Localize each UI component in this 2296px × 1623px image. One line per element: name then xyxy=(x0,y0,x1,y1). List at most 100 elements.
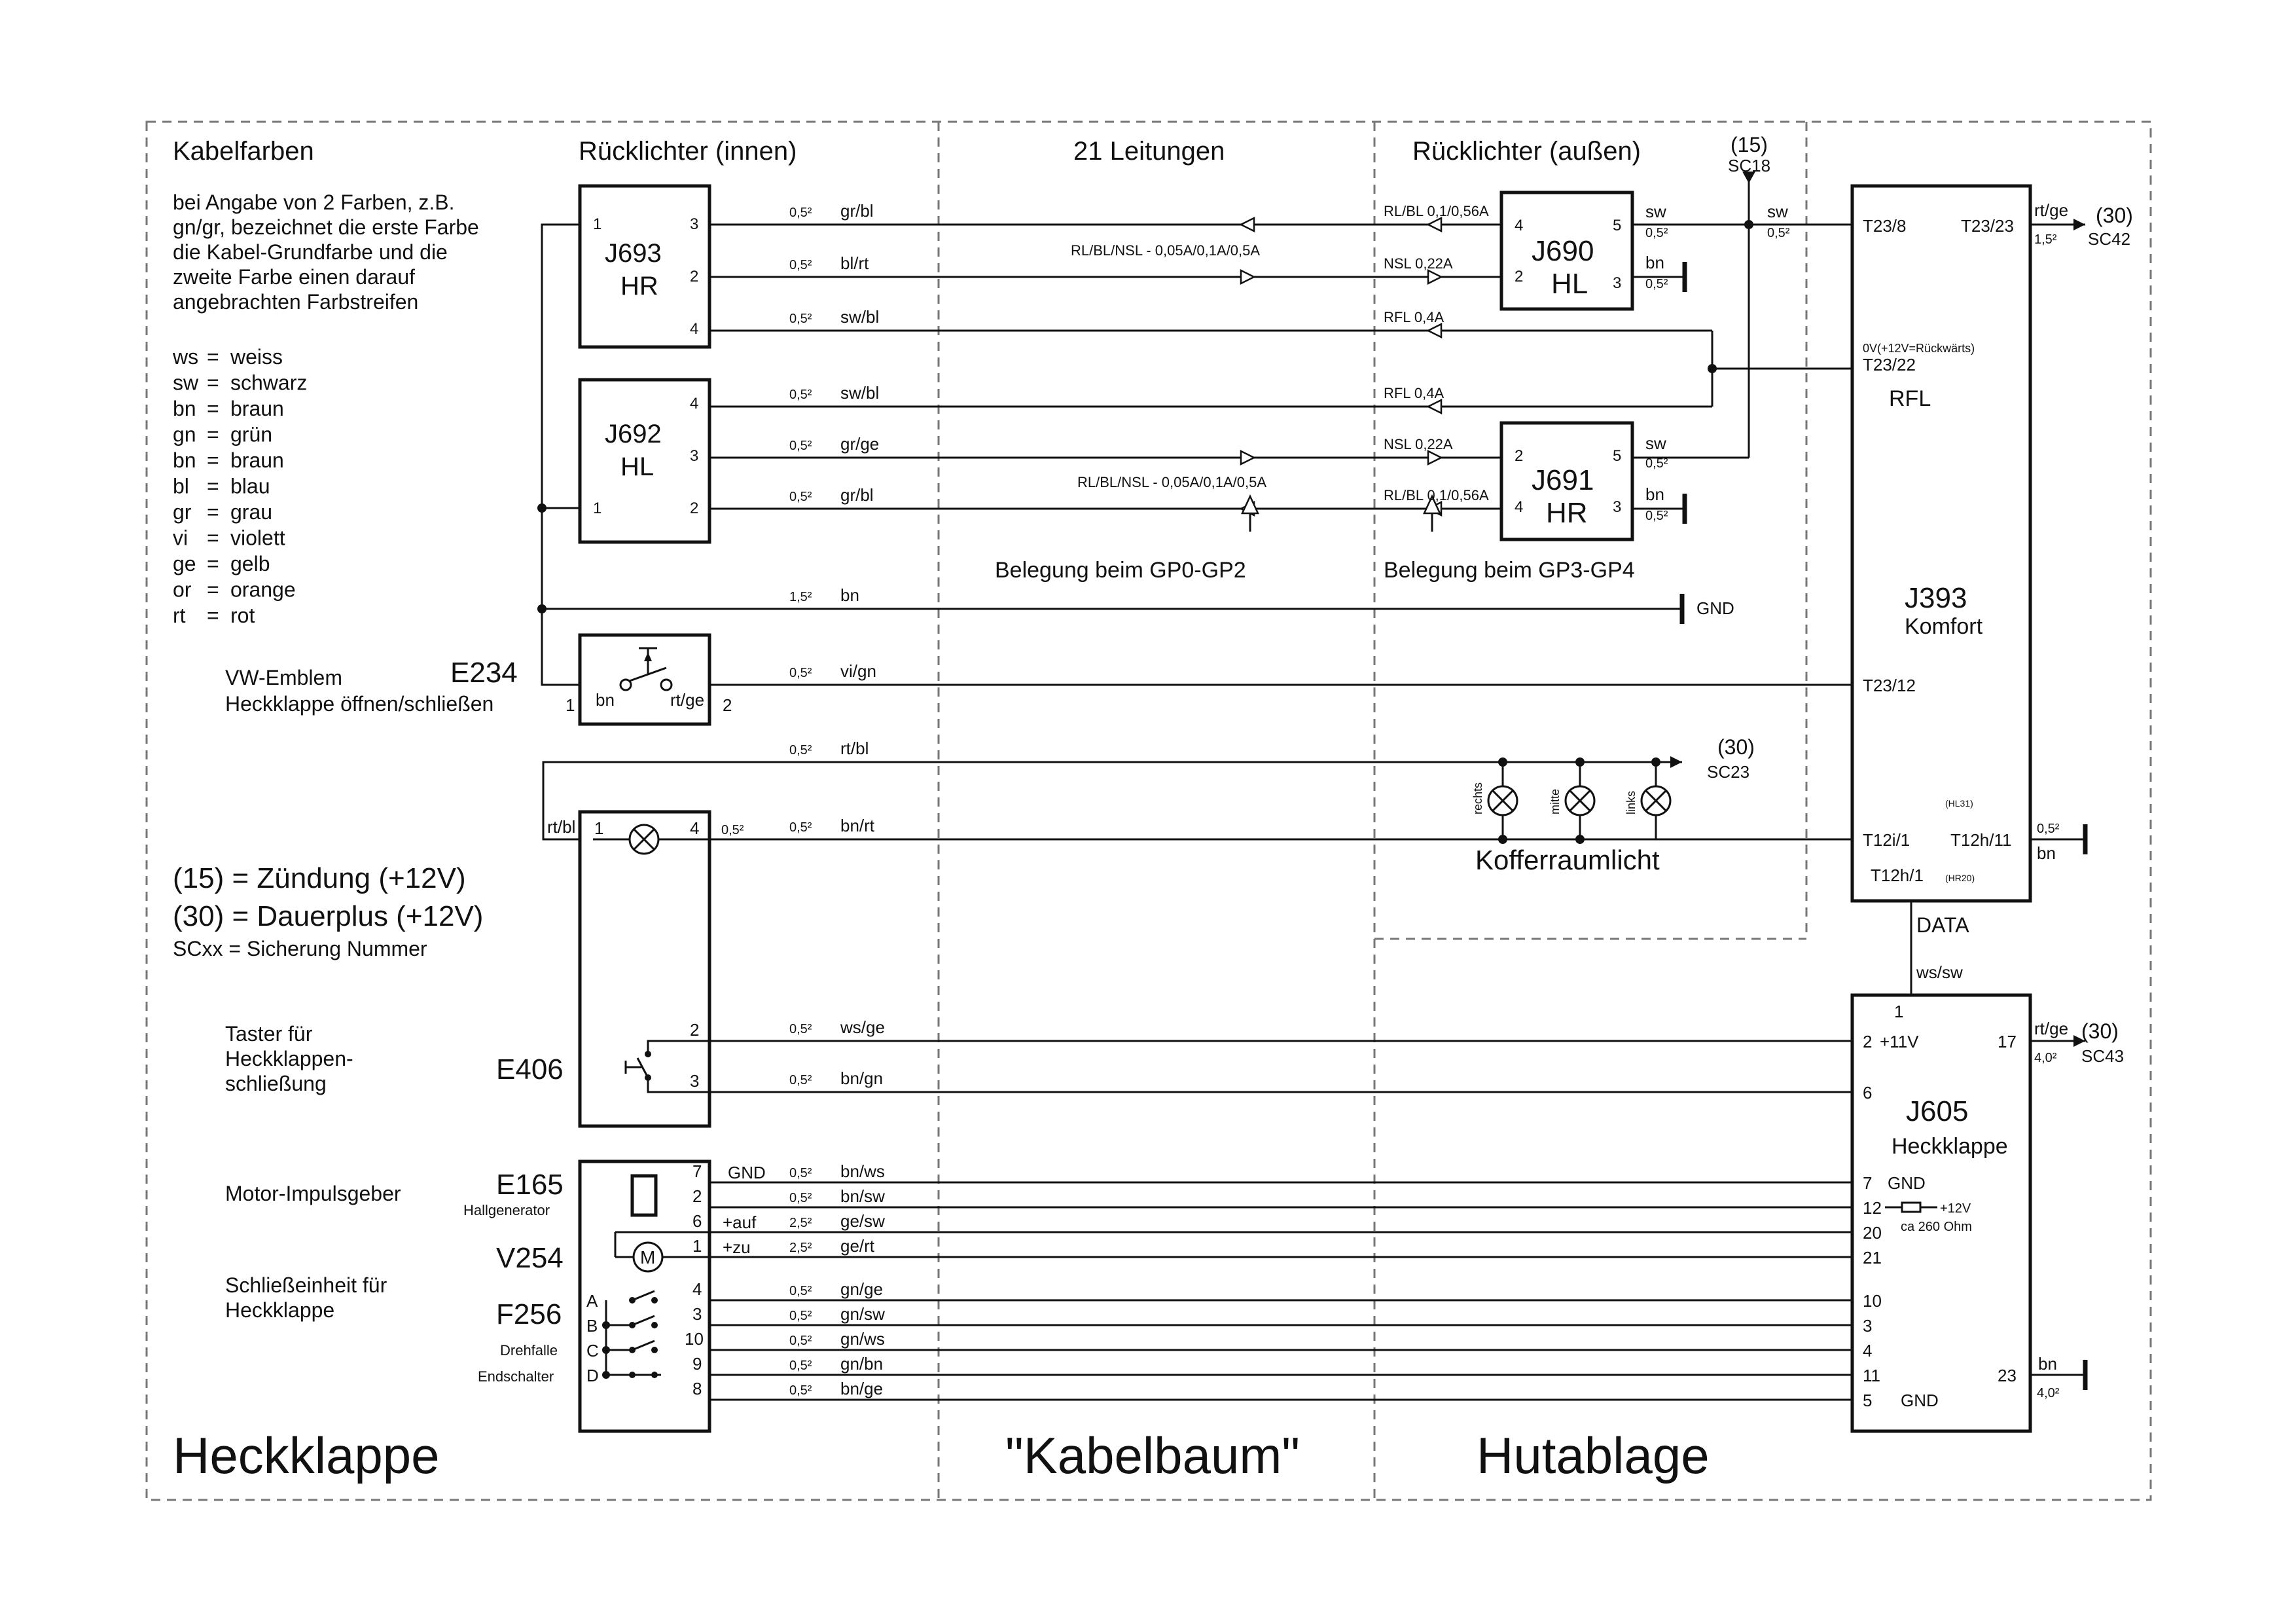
svg-text:1: 1 xyxy=(692,1236,702,1256)
pin-label: 3 xyxy=(1613,274,1621,292)
j693-box: J693 HR 1 3 2 4 xyxy=(578,184,711,349)
color-equals: = xyxy=(207,345,219,369)
intro-line: angebrachten Farbstreifen xyxy=(173,290,418,314)
pin-label: 4 xyxy=(1515,217,1523,234)
color-equals: = xyxy=(207,448,219,472)
pin-label: 5 xyxy=(1613,447,1621,465)
j692-box: J692 HL 4 3 1 2 xyxy=(578,378,711,544)
wire-size: 0,5² xyxy=(789,1309,812,1323)
color-code: or xyxy=(173,578,192,602)
color-equals: = xyxy=(207,526,219,550)
color-equals: = xyxy=(207,604,219,627)
j691-sw: sw xyxy=(1645,433,1666,453)
intro-note: bei Angabe von 2 Farben, z.B. gn/gr, bez… xyxy=(173,191,479,314)
legend-15: (15) = Zündung (+12V) xyxy=(173,862,466,894)
gnd-label: GND xyxy=(1696,598,1734,618)
pin-t12h-11: T12h/11 xyxy=(1950,830,2011,850)
j605-bn-size: 4,0² xyxy=(2037,1386,2060,1400)
e165-id: E165 xyxy=(496,1169,564,1201)
j692-id: J692 xyxy=(605,420,662,448)
lamp-icon xyxy=(1487,785,1518,816)
color-name: schwarz xyxy=(230,371,307,395)
e234-id: E234 xyxy=(450,657,518,689)
limit-switches-icon: A B C D xyxy=(586,1290,661,1385)
pin-label: 2 xyxy=(1515,447,1523,465)
svg-text:9: 9 xyxy=(692,1354,702,1374)
auf-label: +auf xyxy=(723,1213,757,1232)
color-code: vi xyxy=(173,526,188,550)
j691-sub: HR xyxy=(1546,497,1588,529)
j393-sc42: SC42 xyxy=(2088,229,2130,249)
sc18-label: SC18 xyxy=(1728,156,1770,175)
intro-line: gn/gr, bezeichnet die erste Farbe xyxy=(173,215,479,239)
pin-t23-8: T23/8 xyxy=(1863,216,1907,236)
e234-desc: VW-Emblem xyxy=(225,666,342,689)
j393-id: J393 xyxy=(1905,582,1967,614)
intro-line: zweite Farbe einen darauf xyxy=(173,265,415,289)
e406-pin-rtbl: rt/bl xyxy=(547,817,575,837)
j393-bn: bn xyxy=(2037,843,2056,863)
color-name: braun xyxy=(230,397,284,420)
e406-size: 0,5² xyxy=(721,823,744,837)
pin-label: 1 xyxy=(593,500,601,517)
j691-id: J691 xyxy=(1532,464,1594,496)
wire-color: bn/sw xyxy=(840,1186,885,1206)
pin-t23-22-note: 0V(+12V=Rückwärts) xyxy=(1863,342,1975,355)
data-label: DATA xyxy=(1916,913,1969,937)
pin-t23-23: T23/23 xyxy=(1961,216,2014,236)
v254-desc: Schließeinheit für xyxy=(225,1273,387,1297)
j691-box: J691 HR 2 4 5 3 xyxy=(1499,421,1634,541)
wire-size: 0,5² xyxy=(789,1191,812,1205)
e406-desc: schließung xyxy=(225,1072,327,1095)
color-equals: = xyxy=(207,397,219,420)
pin-label: 2 xyxy=(690,268,698,285)
lamp-icon xyxy=(628,824,660,855)
wire-color: ws/ge xyxy=(840,1017,885,1037)
e406-id: E406 xyxy=(496,1053,564,1085)
e234-pin-rtge: rt/ge xyxy=(670,690,704,710)
color-name: weiss xyxy=(230,345,283,369)
wire-size: 1,5² xyxy=(789,590,812,604)
f256-sub1: Drehfalle xyxy=(500,1342,558,1359)
svg-text:17: 17 xyxy=(1998,1032,2017,1051)
pin-label: 3 xyxy=(690,215,698,233)
svg-text:1: 1 xyxy=(1894,1002,1903,1021)
trunk-lamps xyxy=(1487,757,1672,844)
gnd-label: GND xyxy=(728,1163,766,1182)
j691-size: 0,5² xyxy=(1645,456,1668,471)
heading-ruecklichter-aussen: Rücklichter (außen) xyxy=(1412,137,1641,166)
pin-hl31: (HL31) xyxy=(1945,798,1973,809)
j605-box: J605 Heckklappe xyxy=(1850,993,2032,1433)
j393-out-rtge: rt/ge xyxy=(2034,200,2068,220)
outer-labels: sw 0,5² bn 0,5² sw 0,5² bn 0,5² GND (15)… xyxy=(1645,133,1790,782)
j691-bn: bn xyxy=(1645,484,1664,504)
wire-size: 2,5² xyxy=(789,1241,812,1255)
wire-size: 0,5² xyxy=(789,1073,812,1087)
lamp-icon xyxy=(1640,785,1672,816)
wire-size: 0,5² xyxy=(789,312,812,326)
color-equals: = xyxy=(207,578,219,602)
color-code: sw xyxy=(173,371,199,395)
svg-text:7: 7 xyxy=(1863,1173,1872,1193)
color-name: orange xyxy=(230,578,296,602)
j690-bn: bn xyxy=(1645,253,1664,272)
j690-id: J690 xyxy=(1532,235,1594,267)
pin-label: 1 xyxy=(593,215,601,233)
svg-text:2: 2 xyxy=(1863,1032,1872,1051)
e165-desc: Motor-Impulsgeber xyxy=(225,1182,401,1205)
wire-color: rt/bl xyxy=(840,739,869,758)
motor-icon: M xyxy=(614,1231,709,1273)
gnd-label: GND xyxy=(1901,1391,1939,1410)
nsl-label: NSL 0,22A xyxy=(1384,255,1453,272)
color-equals: = xyxy=(207,552,219,575)
svg-text:4: 4 xyxy=(690,818,699,838)
color-legend: ws=weisssw=schwarzbn=braungn=grünbn=brau… xyxy=(172,345,307,627)
j605-bn: bn xyxy=(2038,1354,2057,1374)
ohm-label: ca 260 Ohm xyxy=(1901,1220,1972,1234)
e234-pin-bn: bn xyxy=(596,690,615,710)
svg-text:6: 6 xyxy=(1863,1083,1872,1103)
wire-color: gr/bl xyxy=(840,201,874,221)
pin-label: 4 xyxy=(690,320,698,338)
wires xyxy=(537,172,2088,1401)
